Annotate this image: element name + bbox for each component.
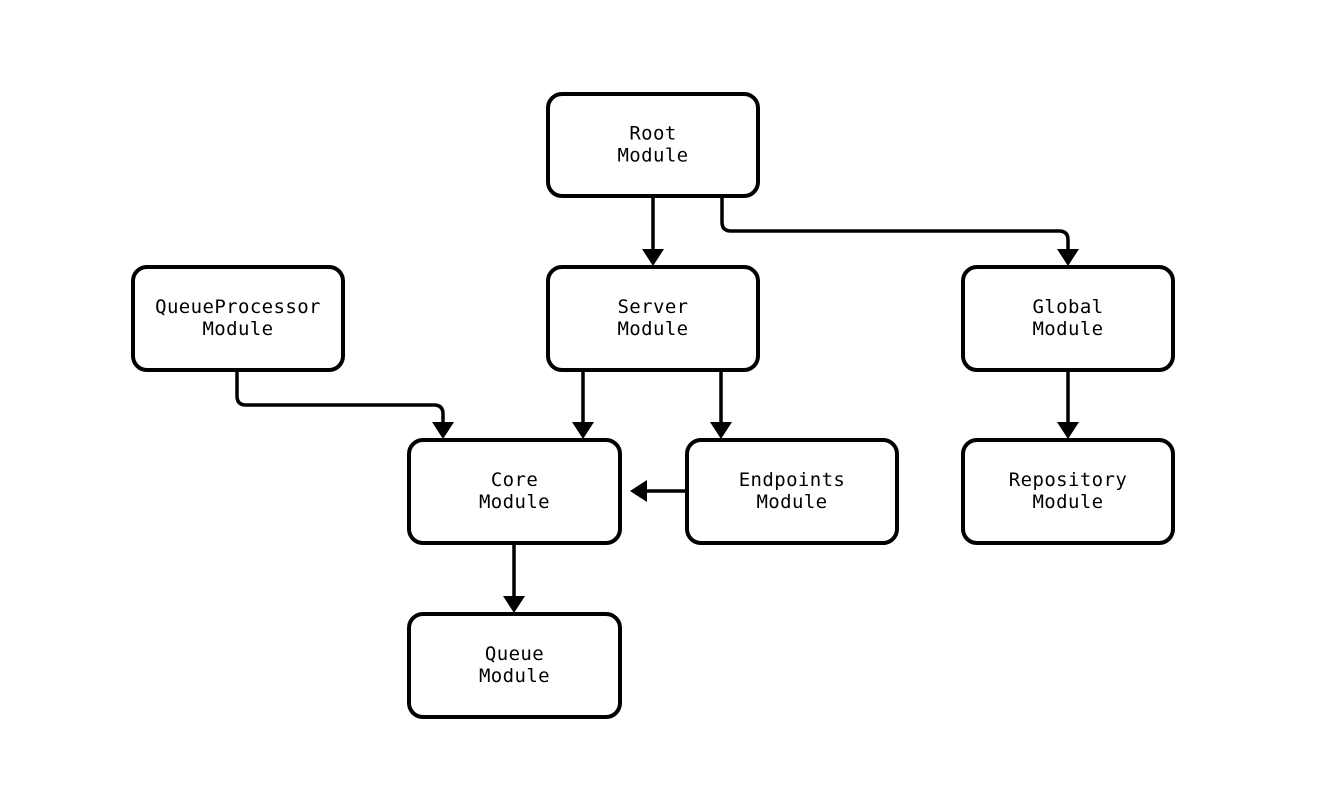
edge-server-to-endpoints [710,370,732,439]
server-module-node-label-line2: Module [617,318,688,340]
edge-root-to-global [720,196,1079,266]
core-module-node-label-line1: Core [491,469,538,491]
node-layer: RootModuleQueueProcessorModuleServerModu… [131,92,1175,719]
server-module-node-box[interactable] [546,265,760,372]
edge-core-to-queue [503,543,525,613]
global-module-node-label-line1: Global [1032,296,1103,318]
edge-root-to-server-arrowhead [642,249,664,266]
edge-root-to-server [642,196,664,266]
edge-endpoints-to-core-arrowhead [630,480,647,502]
global-module-node-label-line2: Module [1032,318,1103,340]
edge-endpoints-to-core [630,480,687,502]
core-module-node-label-line2: Module [479,491,550,513]
repository-module-node-label-line1: Repository [1009,469,1127,491]
endpoints-module-node-label-line2: Module [756,491,827,513]
edge-server-to-core-arrowhead [572,422,594,439]
core-module-node-box[interactable] [407,438,622,545]
endpoints-module-node-label-line1: Endpoints [739,469,846,491]
queue-module-node-label-line1: Queue [485,643,544,665]
edge-server-to-core [572,370,594,439]
edge-core-to-queue-arrowhead [503,596,525,613]
global-module-node-box[interactable] [961,265,1175,372]
edge-root-to-global-arrowhead [1057,249,1079,266]
repository-module-node-label-line2: Module [1032,491,1103,513]
edge-queueprocessor-to-core-line [235,370,445,431]
queueprocessor-module-node-label-line2: Module [202,318,273,340]
queueprocessor-module-node-box[interactable] [131,265,345,372]
queue-module-node-label-line2: Module [479,665,550,687]
edge-root-to-global-line [720,196,1070,258]
edge-server-to-endpoints-arrowhead [710,422,732,439]
server-module-node-label-line1: Server [617,296,688,318]
queueprocessor-module-node-label-line1: QueueProcessor [155,296,321,318]
root-module-node-label-line2: Module [617,145,688,167]
edge-layer [235,196,1079,613]
edge-global-to-repository [1057,370,1079,439]
endpoints-module-node-box[interactable] [685,438,899,545]
edge-queueprocessor-to-core-arrowhead [432,422,454,439]
root-module-node-box[interactable] [546,92,760,198]
queue-module-node-box[interactable] [407,612,622,719]
repository-module-node-box[interactable] [961,438,1175,545]
edge-queueprocessor-to-core [235,370,454,439]
edge-global-to-repository-arrowhead [1057,422,1079,439]
root-module-node-label-line1: Root [629,123,676,145]
